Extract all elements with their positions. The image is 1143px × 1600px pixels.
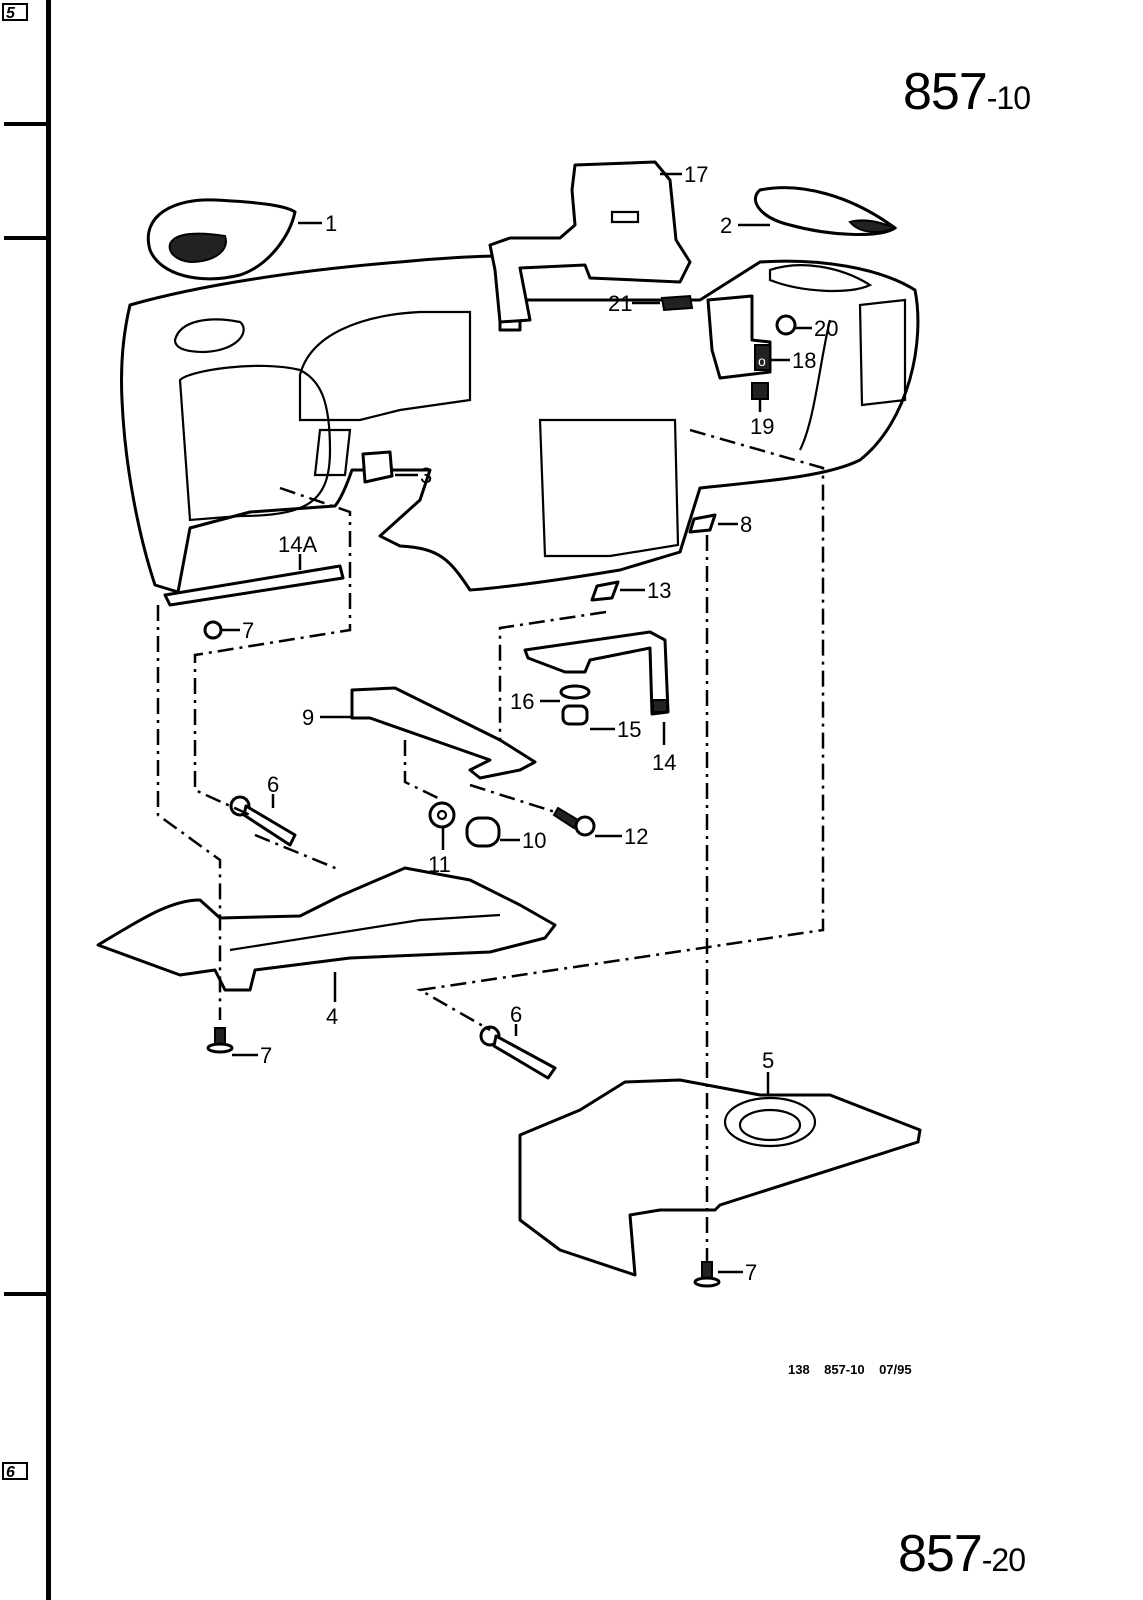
callout-6b: 6 [510,1002,522,1027]
callout-labels: 1 2 3 4 5 6 6 7 7 7 8 9 10 11 12 13 14 1… [242,162,838,1285]
callout-7c: 7 [745,1260,757,1285]
callout-7a: 7 [242,618,254,643]
part-3-clip [361,450,394,484]
part-19-nut [751,382,769,400]
next-section-number: 857-20 [898,1524,1026,1584]
callout-19: 19 [750,414,774,439]
part-7-screw-a [203,620,223,640]
part-16-washer [559,684,591,700]
binder-tick [4,236,48,240]
part-7-screw-b [206,1027,234,1054]
binder-tick [4,1292,48,1296]
callout-8: 8 [740,512,752,537]
margin-tab: 6 [2,1462,28,1481]
part-10-bush [465,816,501,848]
part-21-screw [660,294,694,312]
callout-10: 10 [522,828,546,853]
part-13-clip [590,580,620,602]
page-number-suffix: -10 [986,80,1031,116]
callout-2: 2 [720,213,732,238]
callout-14a: 14A [278,532,317,557]
page-number: 857-10 [903,62,1031,122]
part-11-washer [428,801,456,829]
callout-21: 21 [608,291,632,316]
margin-tab: 5 [2,3,28,22]
part-12-screw [552,806,596,837]
callout-9: 9 [302,705,314,730]
part-20-clip [775,314,797,336]
part-9-support [350,686,537,780]
callout-6a: 6 [267,772,279,797]
part-14a-trim-strip [163,564,345,607]
callout-7b: 7 [260,1043,272,1068]
leader-lines [222,172,812,1274]
callout-11: 11 [428,852,451,877]
callout-3: 3 [420,463,432,488]
part-7-screw-c [693,1261,721,1288]
callout-16: 16 [510,689,534,714]
callout-5: 5 [762,1048,774,1073]
part-5-lower-panel-right [518,1078,922,1277]
part-18-bracket: o [706,294,772,380]
part-4-lower-panel [96,866,557,992]
next-section-suffix: -20 [981,1542,1026,1578]
part-1-speaker-cover-left [146,198,297,281]
binder-tick [4,122,48,126]
callout-14: 14 [652,750,676,775]
binder-line [46,0,51,1600]
callout-4: 4 [326,1004,338,1029]
part-6-fastener-lower [479,1025,557,1080]
part-14-bracket [523,630,670,716]
part-8-clip [688,513,717,534]
page-number-main: 857 [903,63,988,121]
part-17-duct [488,160,692,324]
callout-20: 20 [814,316,838,341]
callout-13: 13 [647,578,671,603]
callout-17: 17 [684,162,708,187]
callout-18: 18 [792,348,816,373]
callout-15: 15 [617,717,641,742]
svg-text:o: o [758,353,766,369]
assembly-lines [156,428,825,1262]
part-2-speaker-cover-right [753,186,898,236]
callout-1: 1 [325,211,337,236]
footer-reference: 138 857-10 07/95 [788,1362,912,1377]
callout-12: 12 [624,824,648,849]
part-15-nut [561,704,589,726]
next-section-main: 857 [898,1525,983,1583]
